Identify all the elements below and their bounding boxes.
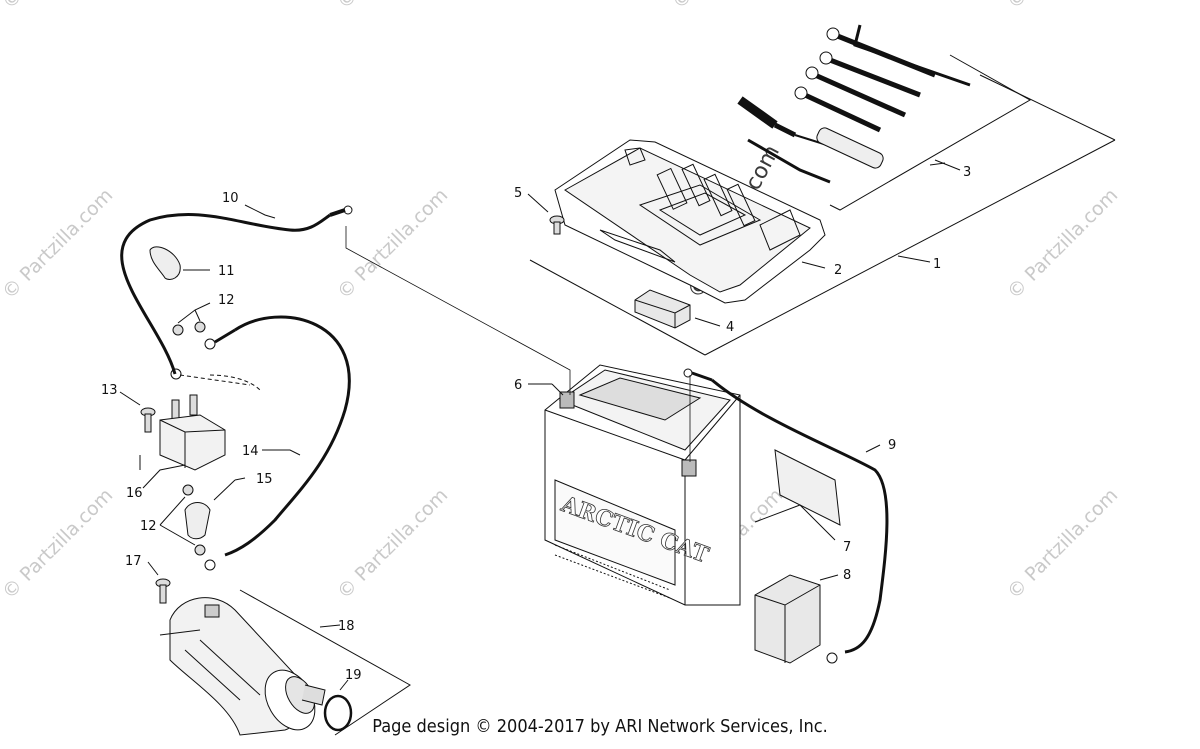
callout-1: 1 (933, 257, 941, 272)
battery-6: ARCTIC CAT (345, 226, 741, 606)
boot-11 (149, 246, 210, 280)
screw-5 (527, 193, 565, 235)
watermark: © Partzilla.com (1003, 484, 1122, 603)
callout-4: 4 (726, 320, 734, 335)
watermark: © Partzilla.com (1003, 184, 1122, 303)
cable-10 (120, 204, 353, 380)
watermark: © Partzilla.com (0, 184, 117, 303)
callout-17: 17 (125, 554, 142, 569)
tools (737, 24, 971, 184)
callout-16: 16 (126, 486, 143, 501)
watermark: © Partzilla.com (333, 0, 452, 14)
watermark: © Partzilla.com (0, 484, 117, 603)
callout-5: 5 (514, 186, 522, 201)
tool-tray (554, 139, 826, 304)
label-sheet-7 (754, 449, 841, 541)
foam-pad-8 (754, 574, 839, 664)
callout-12b: 12 (140, 519, 157, 534)
callout-labels: 1 2 3 4 5 6 7 8 9 10 11 12 12 13 14 15 1… (101, 165, 971, 683)
callout-11: 11 (218, 264, 235, 279)
watermark: © Partzilla.com (333, 484, 452, 603)
callout-10: 10 (222, 191, 239, 206)
cable-14 (204, 315, 351, 571)
foam-pad-4 (634, 289, 721, 329)
cable-9 (683, 368, 889, 664)
callout-14: 14 (242, 444, 259, 459)
starter-motor-18 (159, 589, 411, 736)
watermark: © Partzilla.com (333, 184, 452, 303)
callout-13: 13 (101, 383, 118, 398)
bolt-17 (147, 561, 171, 604)
callout-12a: 12 (218, 293, 235, 308)
page-footer: Page design © 2004-2017 by ARI Network S… (372, 716, 828, 737)
watermark: © Partzilla.com (1003, 0, 1122, 14)
callout-6: 6 (514, 378, 522, 393)
bracket-group-1 (529, 74, 1116, 356)
boot-15 (184, 477, 246, 540)
callout-15: 15 (256, 472, 273, 487)
callout-2: 2 (834, 263, 842, 278)
o-ring-19 (323, 679, 353, 732)
solenoid-16 (139, 374, 261, 489)
watermark: © Partzilla.com (0, 0, 117, 14)
bracket-group-3 (829, 54, 1032, 211)
callout-3: 3 (963, 165, 971, 180)
bolt-13 (119, 391, 156, 433)
nut-12b (159, 484, 206, 556)
callout-8: 8 (843, 568, 851, 583)
callout-9: 9 (888, 438, 896, 453)
callout-18: 18 (338, 619, 355, 634)
callout-7: 7 (843, 540, 851, 555)
watermark: © Partzilla.com (668, 0, 787, 14)
nut-12a (172, 302, 211, 336)
callout-19: 19 (345, 668, 362, 683)
